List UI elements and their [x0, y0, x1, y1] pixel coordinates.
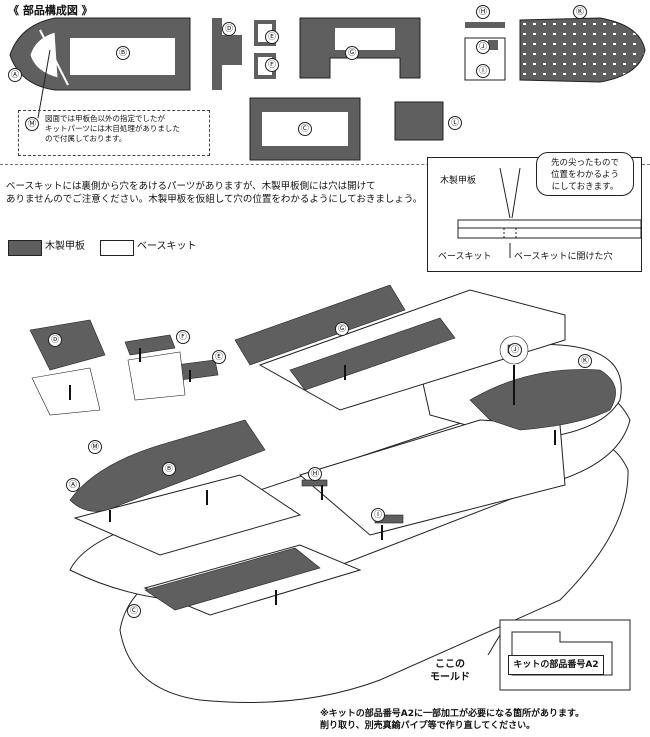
section-divider — [0, 164, 650, 165]
part-label-d: Ⓓ — [222, 22, 236, 36]
assembly-label-i: Ⓘ — [371, 508, 385, 522]
part-a-b-bow-deck — [9, 17, 191, 91]
assembly-label-e: Ⓔ — [212, 350, 226, 364]
explanation-text: ベースキットには裏側から穴をあけるパーツがありますが、木製甲板側には穴は開けて … — [6, 181, 423, 205]
part-label-m: Ⓜ — [25, 117, 39, 131]
part-label-f: Ⓕ — [265, 58, 279, 72]
hole-detail-figure — [457, 167, 641, 258]
part-g — [299, 17, 421, 79]
hole-detail-inset: 先の尖ったもので 位置をわかるよう にしておきます。 木製甲板 ベースキット ベ… — [427, 152, 642, 272]
part-h — [465, 22, 505, 28]
inset-hole-label: ベースキットに開けた穴 — [514, 252, 613, 262]
legend-wood-swatch — [8, 240, 42, 256]
part-label-l: Ⓛ — [448, 116, 462, 130]
part-label-e: Ⓔ — [265, 30, 279, 44]
assembly-label-a: Ⓐ — [66, 478, 80, 492]
part-l — [394, 101, 444, 141]
note-box: Ⓜ 図面では甲板色以外の指定でしたが キットパーツには木目処理がありました ので… — [18, 110, 210, 156]
assembly-label-g: Ⓖ — [335, 322, 349, 336]
part-label-g: Ⓖ — [345, 46, 359, 60]
part-label-h: Ⓗ — [476, 5, 490, 19]
inset-wood-label: 木製甲板 — [440, 176, 477, 186]
mold-label: ここの モールド — [430, 659, 470, 683]
assembly-label-f: Ⓕ — [176, 330, 190, 344]
assembly-label-k: Ⓚ — [578, 354, 592, 368]
assembly-label-b: Ⓑ — [162, 462, 176, 476]
part-k — [519, 17, 646, 83]
part-label-k: Ⓚ — [573, 5, 587, 19]
assembly-label-m: Ⓜ — [88, 440, 102, 454]
part-j — [488, 40, 498, 50]
part-d — [212, 18, 242, 90]
note-text: 図面では甲板色以外の指定でしたが キットパーツには木目処理がありました ので付属… — [45, 114, 180, 143]
part-label-a: Ⓐ — [8, 68, 22, 82]
assembly-label-d: Ⓓ — [48, 333, 62, 347]
inset-base-label: ベースキット — [438, 252, 492, 262]
legend-base-label: ベースキット — [137, 241, 197, 252]
parts-diagram-title: 《 部品構成図 》 — [8, 4, 93, 17]
part-label-b: Ⓑ — [116, 46, 130, 60]
legend-wood-label: 木製甲板 — [45, 241, 85, 252]
assembly-label-j: Ⓙ — [508, 343, 522, 357]
parts-layout-figure — [9, 17, 646, 161]
assembly-label-c: Ⓒ — [127, 604, 141, 618]
assembly-exploded-view — [29, 284, 631, 703]
mold-part-number-box: キットの部品番号A2 — [508, 655, 604, 675]
legend-base-swatch — [100, 240, 134, 256]
part-label-i: Ⓘ — [476, 64, 490, 78]
footnote: ※キットの部品番号A2に一部加工が必要になる箇所があります。 削り取り、別売真鍮… — [320, 709, 585, 731]
part-label-c: Ⓒ — [298, 122, 312, 136]
assembly-label-h: Ⓗ — [308, 467, 322, 481]
part-label-j: Ⓙ — [476, 40, 490, 54]
inset-bubble: 先の尖ったもので 位置をわかるよう にしておきます。 — [536, 152, 634, 196]
